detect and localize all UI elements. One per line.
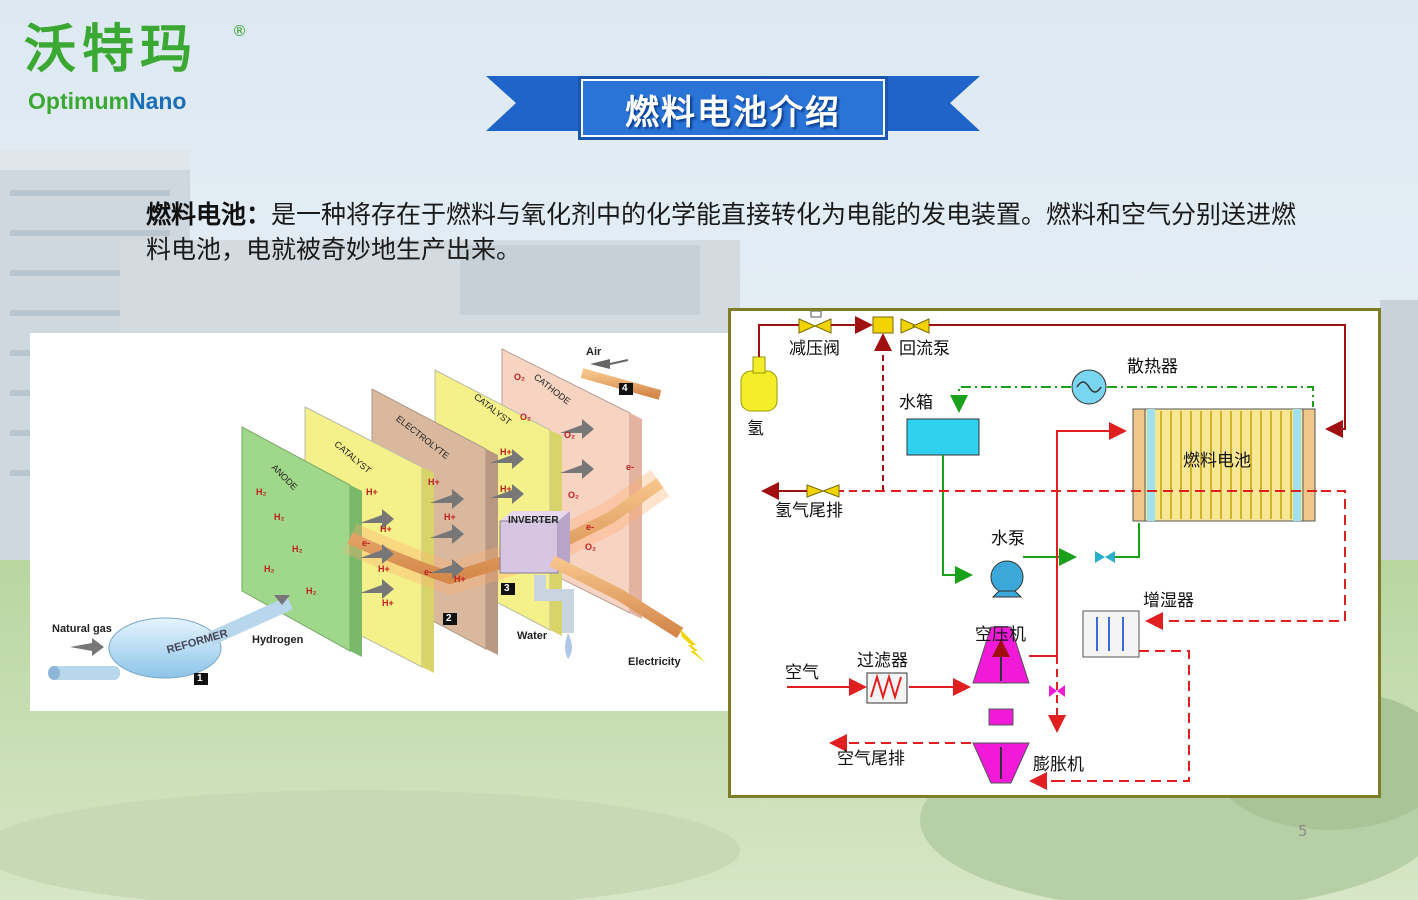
electron: e- (424, 567, 433, 577)
hydrogen-label: Hydrogen (252, 634, 304, 646)
natural-gas-label: Natural gas (52, 623, 112, 635)
h2-molecule: H₂ (274, 512, 285, 522)
intro-term: 燃料电池： (146, 200, 272, 229)
radiator-label: 散热器 (1127, 357, 1178, 377)
pressure-valve-label: 减压阀 (789, 339, 840, 359)
hplus-ion: H+ (500, 484, 512, 494)
o2-molecule: O₂ (514, 372, 525, 382)
air-exhaust-label: 空气尾排 (837, 749, 905, 769)
step-3-badge: 3 (504, 583, 510, 594)
step-4-badge: 4 (622, 383, 628, 394)
hplus-ion: H+ (444, 512, 456, 522)
hydrogen-exhaust-label: 氢气尾排 (775, 501, 843, 521)
electricity-label: Electricity (628, 656, 681, 668)
registered-mark: ® (232, 22, 247, 40)
air-compressor-label: 空压机 (975, 625, 1026, 645)
logo-english-part1: Optimum (28, 88, 129, 114)
hplus-ion: H+ (500, 447, 512, 457)
title-banner (486, 76, 980, 140)
air-inlet-label: 空气 (785, 663, 819, 683)
intro-text: 是一种将存在于燃料与氧化剂中的化学能直接转化为电能的发电装置。燃料和空气分别送进… (146, 200, 1297, 264)
o2-molecule: O₂ (568, 490, 579, 500)
o2-molecule: O₂ (520, 412, 531, 422)
hplus-ion: H+ (428, 477, 440, 487)
h2-molecule: H₂ (264, 564, 275, 574)
water-pump-label: 水泵 (991, 529, 1025, 549)
hplus-ion: H+ (380, 524, 392, 534)
hplus-ion: H+ (378, 564, 390, 574)
hplus-ion: H+ (382, 598, 394, 608)
humidifier-label: 增湿器 (1143, 591, 1194, 611)
step-1-badge: 1 (197, 673, 203, 684)
intro-paragraph: 燃料电池：是一种将存在于燃料与氧化剂中的化学能直接转化为电能的发电装置。燃料和空… (146, 197, 1306, 267)
page-number: 5 (1298, 822, 1308, 840)
electron: e- (586, 522, 595, 532)
hplus-ion: H+ (454, 574, 466, 584)
h2-molecule: H₂ (292, 544, 303, 554)
fuel-cell-system-diagram: 氢 减压阀 回流泵 散热器 水箱 燃料电池 氢气尾排 水泵 增湿器 空压机 过滤… (728, 308, 1381, 798)
inverter-label: INVERTER (508, 515, 559, 526)
electron: e- (362, 538, 371, 548)
fuel-cell-system-graphic (740, 311, 1346, 790)
fuel-cell-stack-label: 燃料电池 (1183, 451, 1251, 471)
hplus-ion: H+ (366, 487, 378, 497)
logo-english: OptimumNano (28, 90, 186, 113)
h2-molecule: H₂ (306, 586, 317, 596)
logo-chinese: 沃特玛 (24, 19, 199, 80)
expander-label: 膨胀机 (1033, 755, 1084, 775)
fuel-cell-structure-graphic (48, 348, 706, 685)
hydrogen-tank-label: 氢 (747, 419, 764, 439)
o2-molecule: O₂ (585, 542, 596, 552)
o2-molecule: O₂ (564, 430, 575, 440)
slide-title: 燃料电池介绍 (625, 92, 841, 133)
fuel-cell-structure-diagram: Natural gas REFORMER Hydrogen ANODE CATA… (30, 333, 735, 711)
air-label: Air (586, 346, 602, 358)
h2-molecule: H₂ (256, 487, 267, 497)
water-label: Water (517, 630, 548, 642)
step-2-badge: 2 (446, 613, 452, 624)
filter-label: 过滤器 (857, 651, 908, 671)
electron: e- (626, 462, 635, 472)
logo-english-part2: Nano (128, 88, 187, 114)
water-tank-label: 水箱 (899, 393, 933, 413)
return-pump-label: 回流泵 (899, 339, 950, 359)
